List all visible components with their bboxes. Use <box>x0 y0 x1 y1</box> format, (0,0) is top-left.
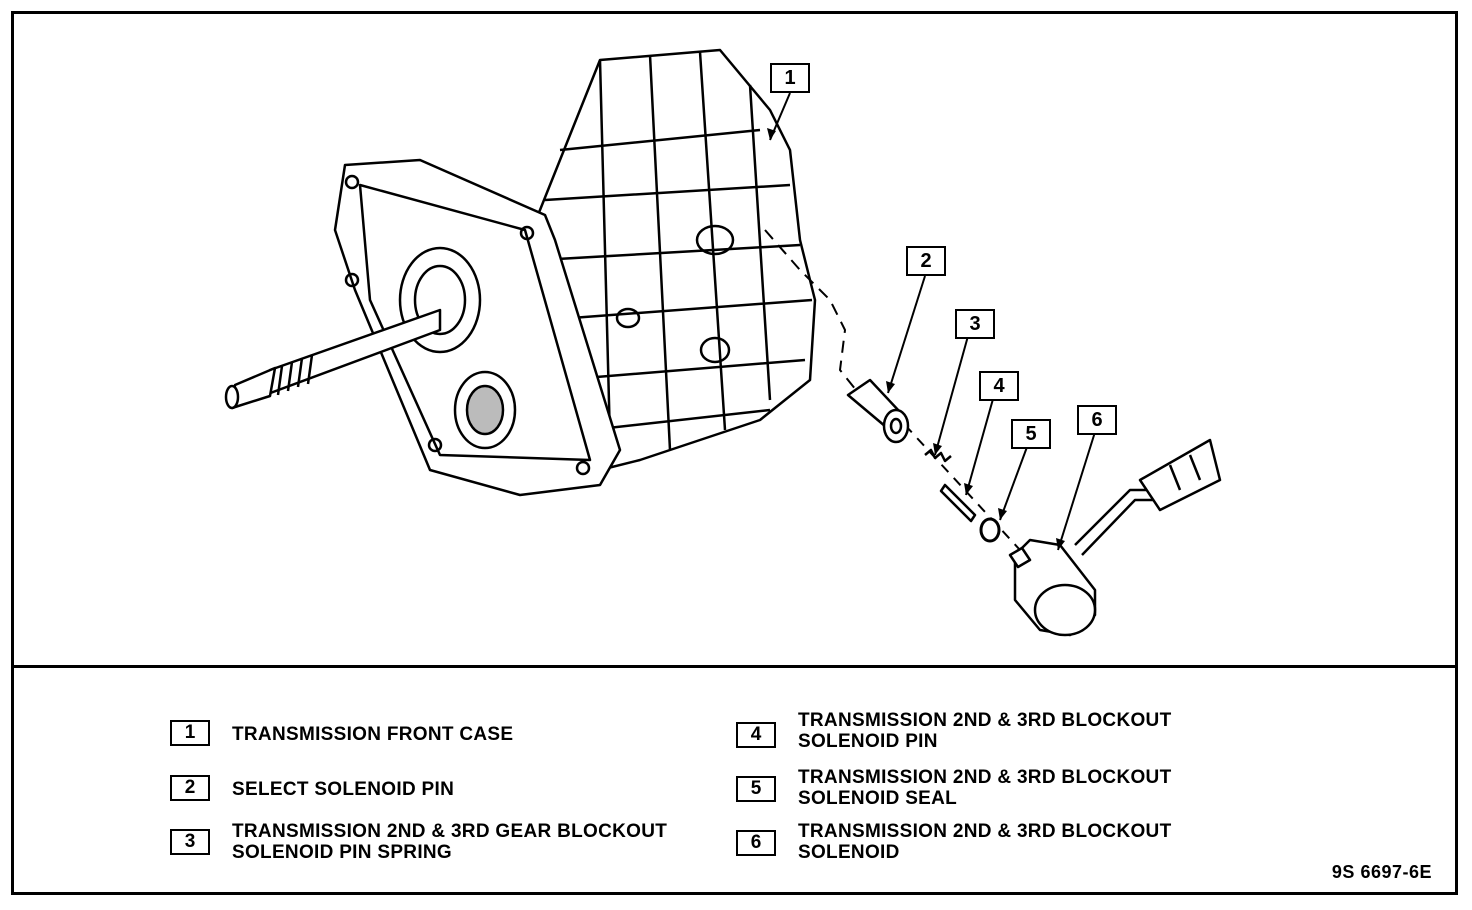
legend-divider <box>11 665 1458 668</box>
callout-2: 2 <box>906 246 946 276</box>
pin-spring-part <box>924 448 952 463</box>
legend-item-2: SELECT SOLENOID PIN <box>232 779 454 800</box>
legend-label: TRANSMISSION 2ND & 3RD BLOCKOUT <box>798 710 1172 731</box>
legend-number: 4 <box>736 722 776 748</box>
callout-5: 5 <box>1011 419 1051 449</box>
legend-label-cont: SOLENOID SEAL <box>798 788 958 809</box>
legend-label: TRANSMISSION 2ND & 3RD BLOCKOUT <box>798 821 1172 842</box>
legend-number: 3 <box>170 829 210 855</box>
blockout-pin-part <box>939 483 977 523</box>
figure-code: 9S 6697-6E <box>1331 862 1432 882</box>
legend-item-1: TRANSMISSION FRONT CASE <box>232 724 513 745</box>
legend-number: 2 <box>170 775 210 801</box>
solenoid-seal-part <box>979 517 1001 543</box>
legend-item-4: TRANSMISSION 2ND & 3RD BLOCKOUT SOLENOID… <box>798 710 1171 752</box>
legend-label: TRANSMISSION 2ND & 3RD BLOCKOUT <box>798 767 1172 788</box>
legend-number: 6 <box>736 830 776 856</box>
figure-frame <box>11 11 1458 895</box>
legend-label-cont: SOLENOID PIN SPRING <box>232 842 453 863</box>
select-solenoid-pin-part <box>846 378 910 444</box>
callout-4: 4 <box>979 371 1019 401</box>
legend-label: TRANSMISSION FRONT CASE <box>232 724 514 745</box>
legend-number: 1 <box>170 720 210 746</box>
legend-number: 5 <box>736 776 776 802</box>
legend-label-cont: SOLENOID PIN <box>798 731 938 752</box>
legend-item-3: TRANSMISSION 2ND & 3RD GEAR BLOCKOUT SOL… <box>232 821 667 863</box>
legend-item-6: TRANSMISSION 2ND & 3RD BLOCKOUT SOLENOID <box>798 821 1171 863</box>
legend-label-cont: SOLENOID <box>798 842 900 863</box>
legend-label: SELECT SOLENOID PIN <box>232 779 455 800</box>
legend-item-5: TRANSMISSION 2ND & 3RD BLOCKOUT SOLENOID… <box>798 767 1171 809</box>
blockout-solenoid-part <box>1008 438 1222 637</box>
callout-1: 1 <box>770 63 810 93</box>
legend-label: TRANSMISSION 2ND & 3RD GEAR BLOCKOUT <box>232 821 668 842</box>
input-shaft <box>224 308 442 410</box>
callout-6: 6 <box>1077 405 1117 435</box>
callout-3: 3 <box>955 309 995 339</box>
transmission-front-case <box>333 48 817 497</box>
exploded-view-illustration <box>224 48 1222 637</box>
